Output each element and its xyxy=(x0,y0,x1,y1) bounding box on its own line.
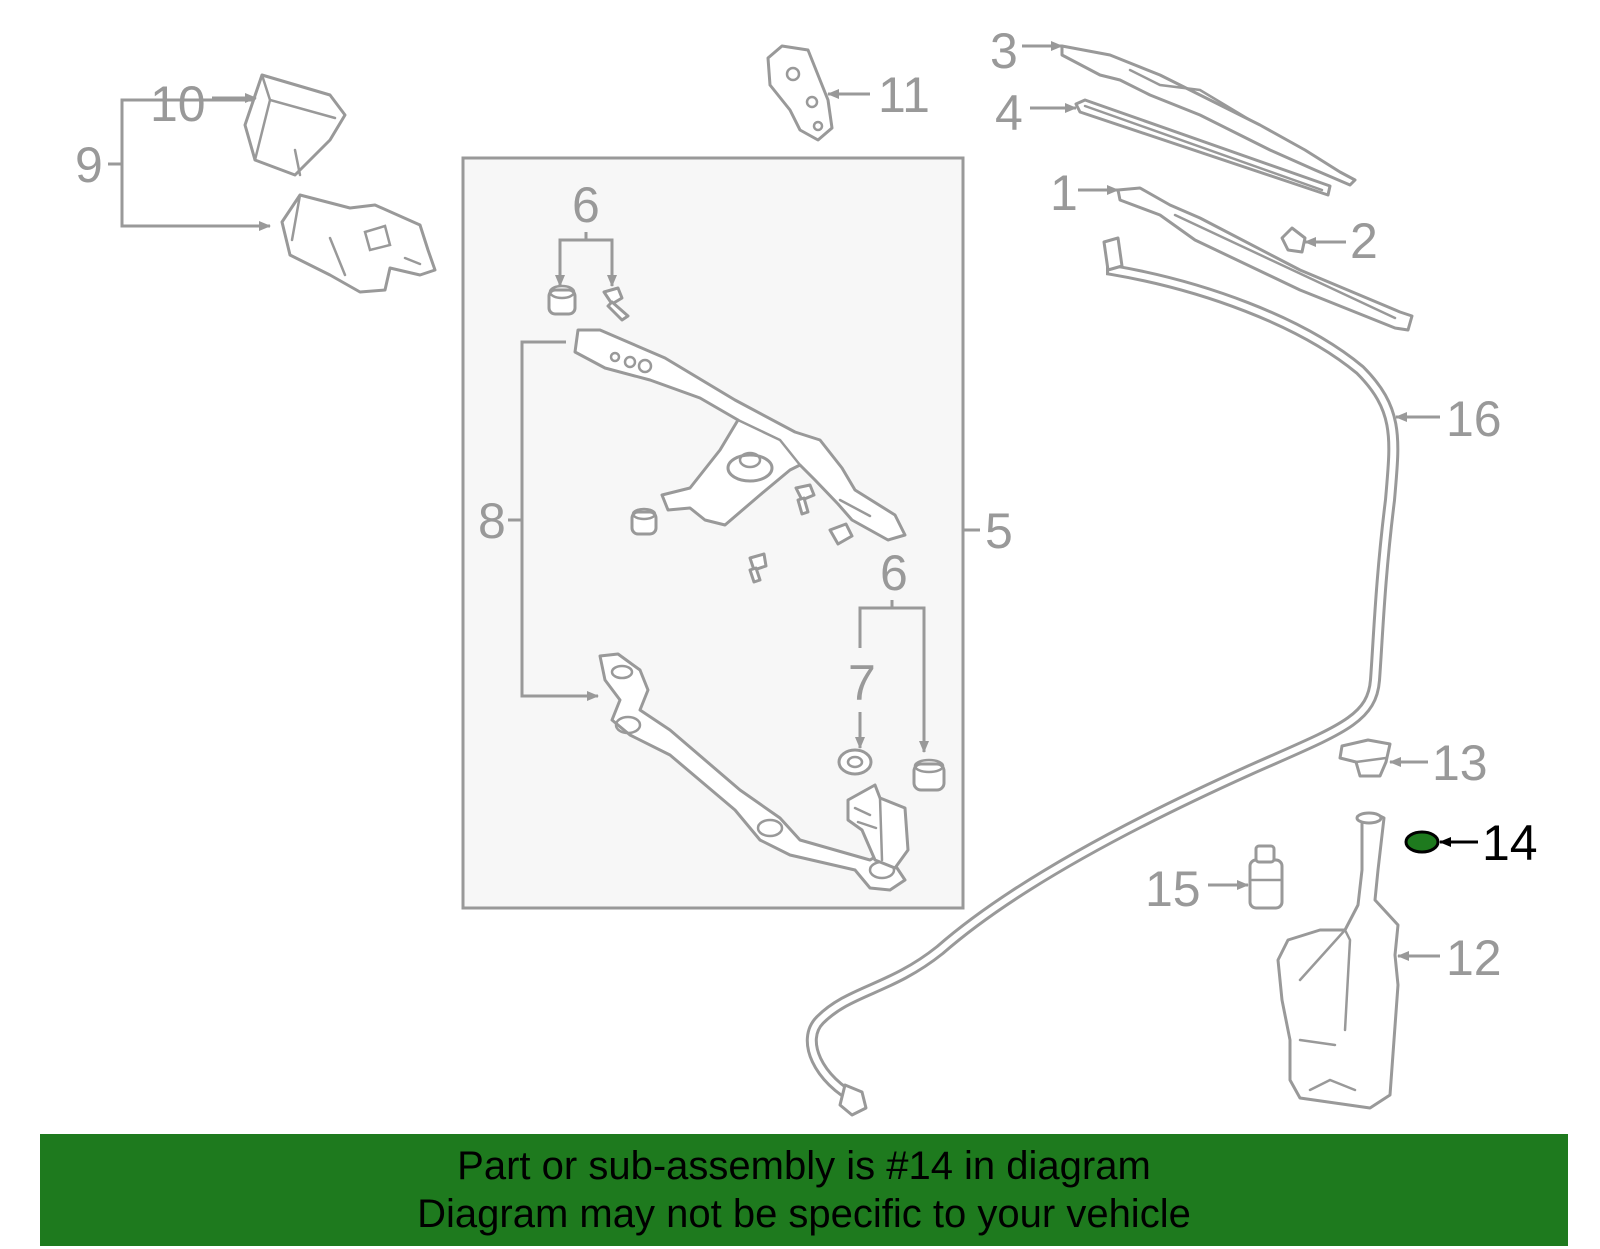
bolt-top[interactable] xyxy=(602,286,630,322)
seal-highlighted[interactable] xyxy=(1404,830,1440,854)
callout-15: 15 xyxy=(1145,861,1201,917)
callout-13: 13 xyxy=(1432,735,1488,791)
callout-6-bottom: 6 xyxy=(880,545,908,601)
bushing-top[interactable] xyxy=(547,284,577,316)
bolt-mid-b[interactable] xyxy=(828,522,854,546)
callout-1: 1 xyxy=(1050,165,1078,221)
wiper-arm[interactable] xyxy=(1116,186,1414,332)
callout-8: 8 xyxy=(478,493,506,549)
wiper-motor[interactable] xyxy=(280,193,437,294)
mount-bracket[interactable] xyxy=(766,44,834,142)
callout-2: 2 xyxy=(1350,213,1378,269)
bolt-low[interactable] xyxy=(748,552,768,584)
wiper-blade-arm[interactable] xyxy=(1060,44,1357,187)
bushing-bottom[interactable] xyxy=(912,758,946,792)
wiper-arm-cap[interactable] xyxy=(1280,226,1307,254)
wiper-blade-insert[interactable] xyxy=(1074,98,1332,197)
linkage-pivot[interactable] xyxy=(846,783,910,870)
washer-pump[interactable] xyxy=(1248,844,1284,910)
hose-end-clip xyxy=(1102,236,1124,272)
callout-14: 14 xyxy=(1482,815,1538,871)
callout-12: 12 xyxy=(1446,930,1502,986)
callout-4: 4 xyxy=(995,85,1023,141)
info-banner: Part or sub-assembly is #14 in diagram D… xyxy=(40,1134,1568,1246)
bolt-mid-a[interactable] xyxy=(794,483,816,516)
callout-3: 3 xyxy=(990,23,1018,79)
callout-7: 7 xyxy=(848,655,876,711)
bushing-mid[interactable] xyxy=(630,507,658,536)
callout-10: 10 xyxy=(150,76,206,132)
washer-reservoir[interactable] xyxy=(1276,811,1400,1110)
wiper-motor-cover[interactable] xyxy=(243,73,347,177)
callout-5: 5 xyxy=(985,503,1013,559)
hose-nozzle xyxy=(838,1083,868,1117)
grommet[interactable] xyxy=(837,748,873,776)
callout-6-top: 6 xyxy=(572,177,600,233)
callout-16: 16 xyxy=(1446,391,1502,447)
linkage-upper[interactable] xyxy=(573,328,907,542)
banner-line-part: Part or sub-assembly is #14 in diagram xyxy=(457,1144,1151,1188)
banner-line-disclaimer: Diagram may not be specific to your vehi… xyxy=(417,1192,1191,1236)
callout-11: 11 xyxy=(878,67,930,123)
reservoir-cap[interactable] xyxy=(1338,738,1392,778)
callout-9: 9 xyxy=(75,137,103,193)
